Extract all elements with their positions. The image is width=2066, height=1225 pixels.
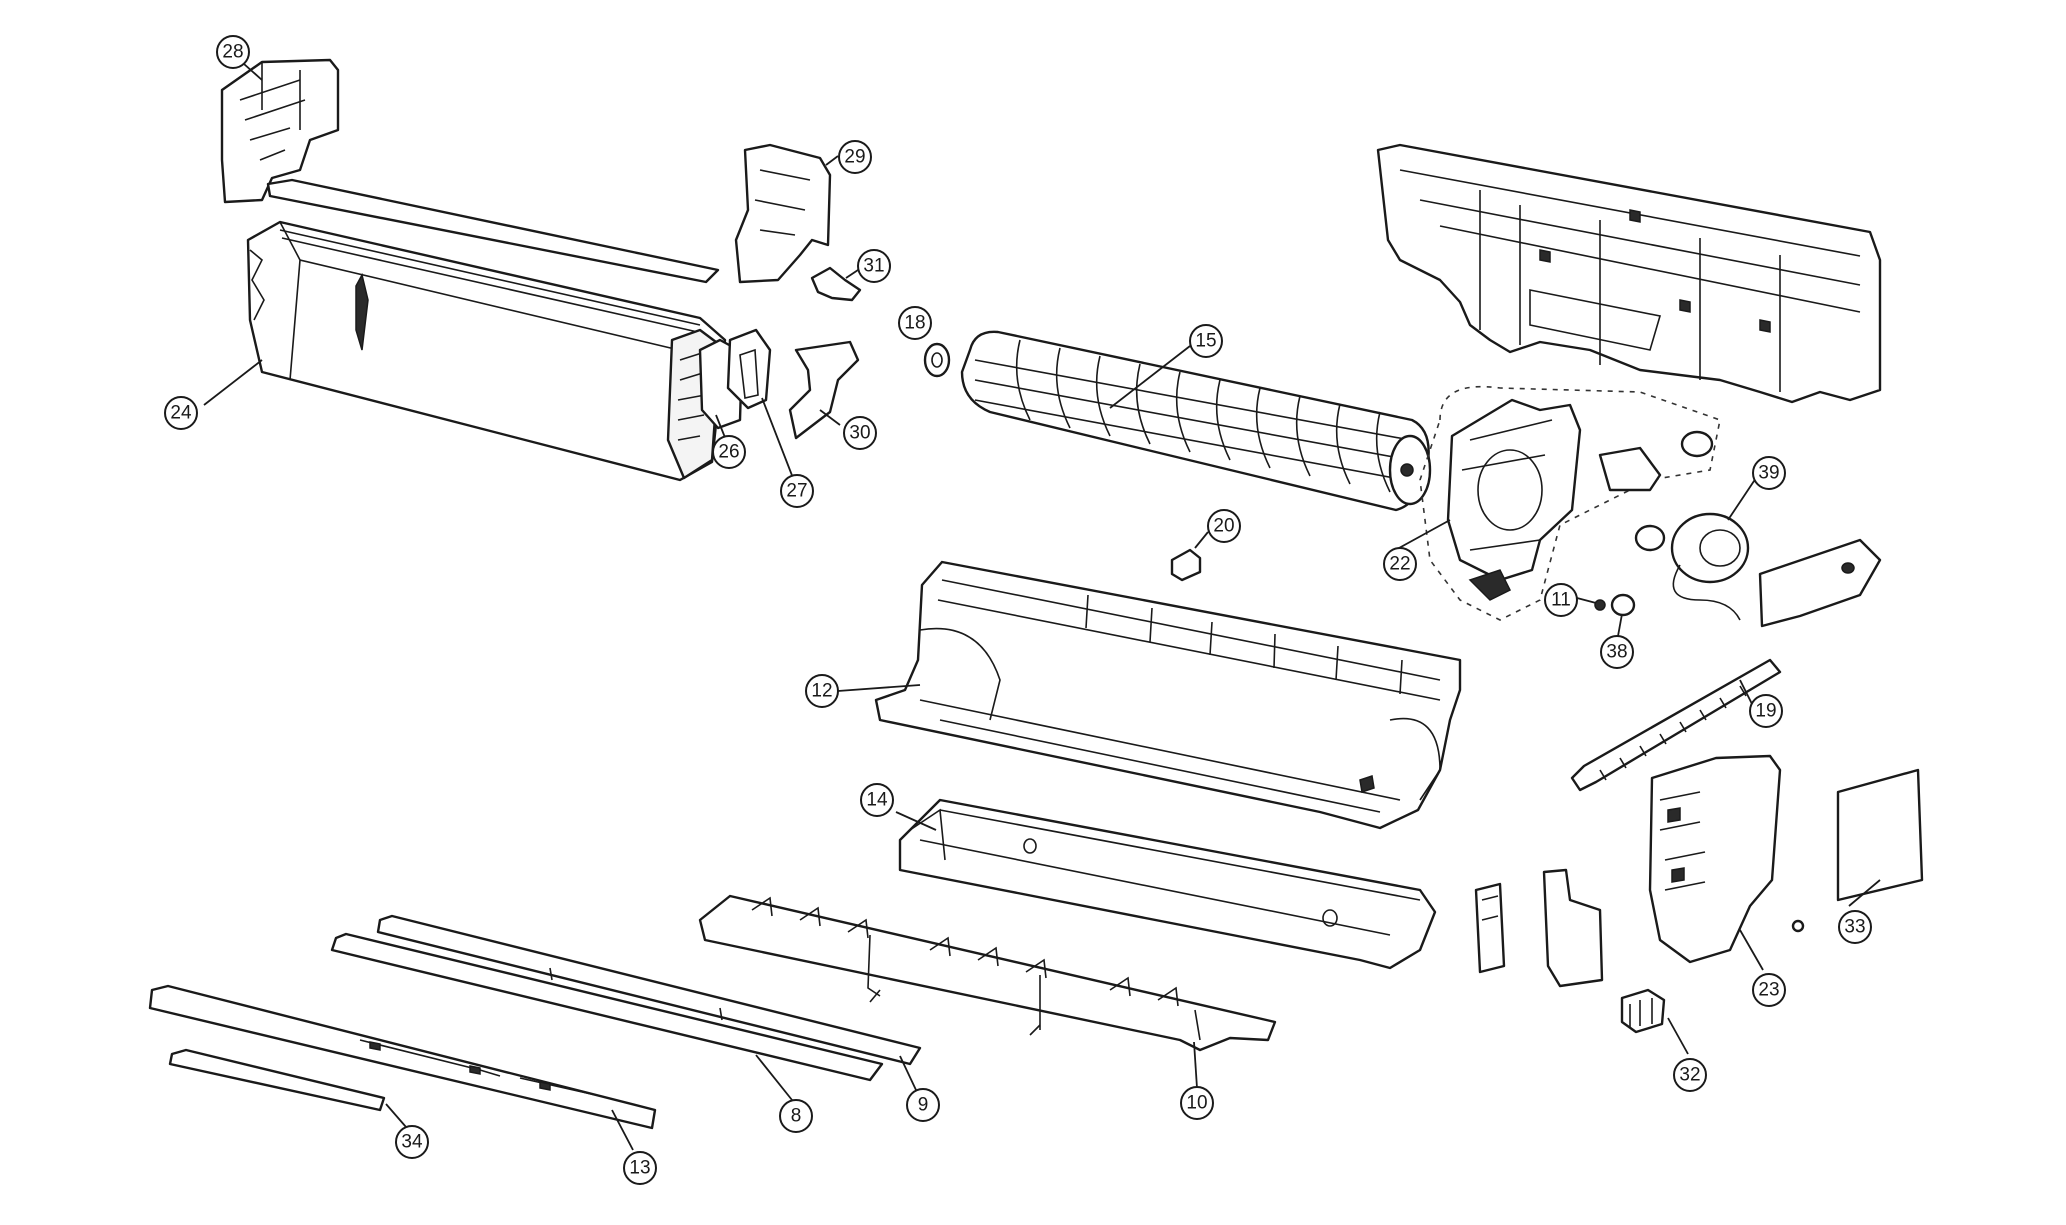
callout-label: 20 (1213, 516, 1234, 537)
part-23-control-box (1648, 754, 1782, 964)
callout-label: 19 (1755, 701, 1776, 722)
callout-12: 12 (805, 674, 839, 708)
mounting-plate (1376, 143, 1882, 404)
part-15-crossflow-fan (960, 330, 1432, 512)
callout-label: 8 (791, 1106, 802, 1127)
callout-label: 29 (844, 147, 865, 168)
part-14-drain-pan (898, 798, 1437, 970)
callout-23: 23 (1752, 973, 1786, 1007)
callout-label: 10 (1186, 1093, 1207, 1114)
callout-label: 24 (170, 403, 192, 424)
callout-28: 28 (216, 35, 250, 69)
part-29-right-bracket (734, 143, 832, 284)
part-8-vane (330, 932, 884, 1082)
callout-label: 39 (1758, 463, 1779, 484)
motor-clamp-plate (1758, 538, 1882, 628)
callout-label: 30 (849, 423, 870, 444)
part-10-louver-assembly (698, 894, 1277, 1052)
part-27-gasket (726, 328, 772, 410)
part-22-motor-housing (1419, 385, 1721, 621)
part-11-screw (1594, 599, 1606, 611)
callout-label: 32 (1679, 1065, 1700, 1086)
part-28-left-bracket (220, 58, 340, 204)
callout-label: 12 (811, 681, 832, 702)
callout-33: 33 (1838, 910, 1872, 944)
part-24-evaporator (246, 220, 727, 482)
callout-label: 31 (863, 256, 884, 277)
callout-34: 34 (395, 1125, 429, 1159)
callout-label: 11 (1551, 590, 1571, 611)
callout-14: 14 (860, 783, 894, 817)
part-18-bearing (923, 342, 951, 378)
callout-15: 15 (1189, 324, 1223, 358)
callout-label: 33 (1844, 917, 1865, 938)
callout-31: 31 (857, 249, 891, 283)
callout-8: 8 (779, 1099, 813, 1133)
callout-label: 22 (1389, 554, 1410, 575)
callout-label: 9 (918, 1095, 929, 1116)
callout-18: 18 (898, 306, 932, 340)
callout-27: 27 (780, 474, 814, 508)
part-13-louver-bar (148, 984, 657, 1130)
part-32-terminal-block (1620, 988, 1666, 1034)
callout-10: 10 (1180, 1086, 1214, 1120)
callout-label: 26 (718, 442, 739, 463)
callout-label: 18 (904, 313, 925, 334)
part-19-drain-hose (1570, 658, 1782, 792)
part-30-bracket (788, 340, 860, 440)
callout-19: 19 (1749, 694, 1783, 728)
part-38-cap (1610, 593, 1636, 617)
evaporator-top-cover (266, 178, 720, 284)
callout-29: 29 (838, 140, 872, 174)
callout-20: 20 (1207, 509, 1241, 543)
callout-label: 38 (1606, 642, 1627, 663)
callout-label: 23 (1758, 980, 1779, 1001)
part-39-fan-motor (1634, 512, 1750, 621)
callout-9: 9 (906, 1088, 940, 1122)
part-31-clip (810, 266, 862, 302)
part-34-bar (168, 1048, 386, 1112)
callout-22: 22 (1383, 547, 1417, 581)
callout-label: 15 (1195, 331, 1216, 352)
callout-label: 28 (222, 42, 243, 63)
terminal-cover (1474, 882, 1506, 974)
part-9-vane (376, 914, 922, 1066)
callout-32: 32 (1673, 1058, 1707, 1092)
callout-39: 39 (1752, 456, 1786, 490)
leader-lines (203, 63, 1881, 1151)
callout-26: 26 (712, 435, 746, 469)
part-20-bushing (1170, 548, 1202, 582)
callout-24: 24 (164, 396, 198, 430)
part-33-panel (1836, 768, 1924, 902)
part-12-chassis (874, 560, 1462, 830)
bracket-plate (1542, 868, 1604, 988)
callout-30: 30 (843, 416, 877, 450)
small-nut (1791, 919, 1805, 933)
callout-11: 11 (1544, 583, 1578, 617)
callout-label: 14 (866, 790, 888, 811)
callout-label: 27 (786, 481, 807, 502)
callout-label: 34 (401, 1132, 423, 1153)
callout-label: 13 (629, 1158, 650, 1179)
callout-38: 38 (1600, 635, 1634, 669)
callout-13: 13 (623, 1151, 657, 1185)
